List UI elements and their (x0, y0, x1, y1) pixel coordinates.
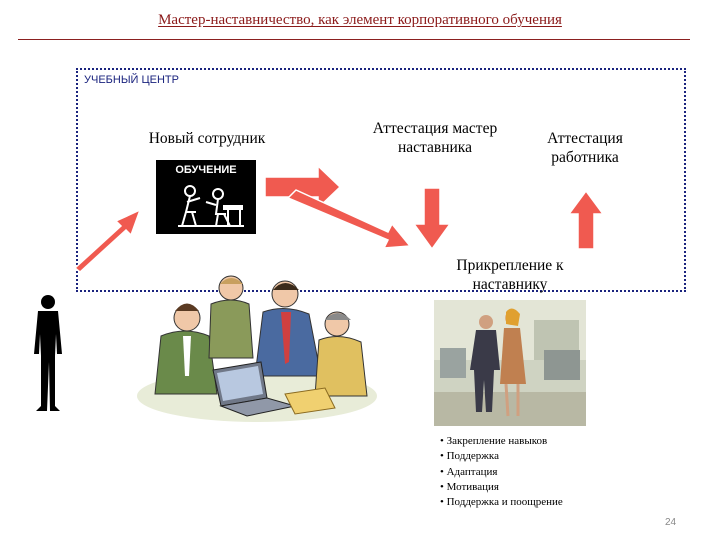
list-item: Закрепление навыков (440, 434, 563, 449)
attachment-to-mentor-label: Прикрепление к наставнику (425, 256, 595, 294)
list-item: Поддержка (440, 449, 563, 464)
new-employee-label: Новый сотрудник (122, 129, 292, 148)
team-meeting-illustration (135, 266, 385, 426)
list-item: Адаптация (440, 465, 563, 480)
title-rule (18, 39, 690, 40)
slide-title: Мастер-наставничество, как элемент корпо… (0, 12, 720, 29)
page-number: 24 (665, 517, 676, 528)
list-item: Поддержка и поощрение (440, 495, 563, 510)
attestation-worker-label: Аттестация работника (520, 129, 650, 167)
outcomes-list: Закрепление навыков Поддержка Адаптация … (440, 434, 563, 510)
teacher-student-icon (156, 160, 256, 234)
training-center-label: УЧЕБНЫЙ ЦЕНТР (84, 74, 179, 86)
person-silhouette (30, 294, 70, 414)
training-sign-image: ОБУЧЕНИЕ (156, 160, 256, 234)
attestation-mentor-label: Аттестация мастер наставника (370, 119, 500, 157)
office-photo (434, 300, 586, 426)
list-item: Мотивация (440, 480, 563, 495)
